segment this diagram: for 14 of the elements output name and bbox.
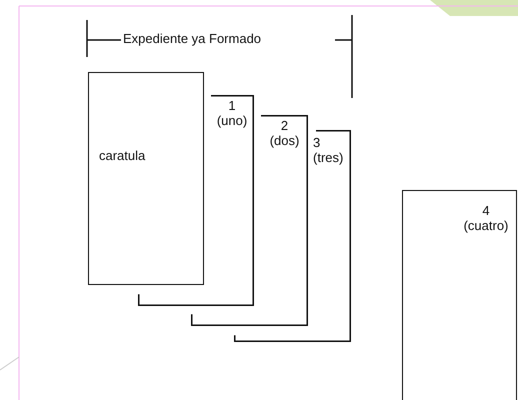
page-number: 2: [280, 118, 290, 133]
bracket-label: Expediente ya Formado: [121, 31, 264, 46]
document-box: [402, 190, 517, 400]
page-number: 1: [227, 98, 237, 113]
document-box: [88, 72, 204, 285]
page-label: caratula: [99, 148, 146, 163]
page-number: 3: [313, 135, 322, 150]
stacked-page: [191, 115, 308, 326]
page-label: (cuatro): [462, 218, 510, 233]
stacked-page: [234, 130, 351, 342]
page-label: (dos): [268, 133, 300, 148]
page-label: (uno): [216, 113, 248, 128]
page-label: (tres): [313, 150, 344, 165]
page-number: 4: [481, 203, 491, 218]
